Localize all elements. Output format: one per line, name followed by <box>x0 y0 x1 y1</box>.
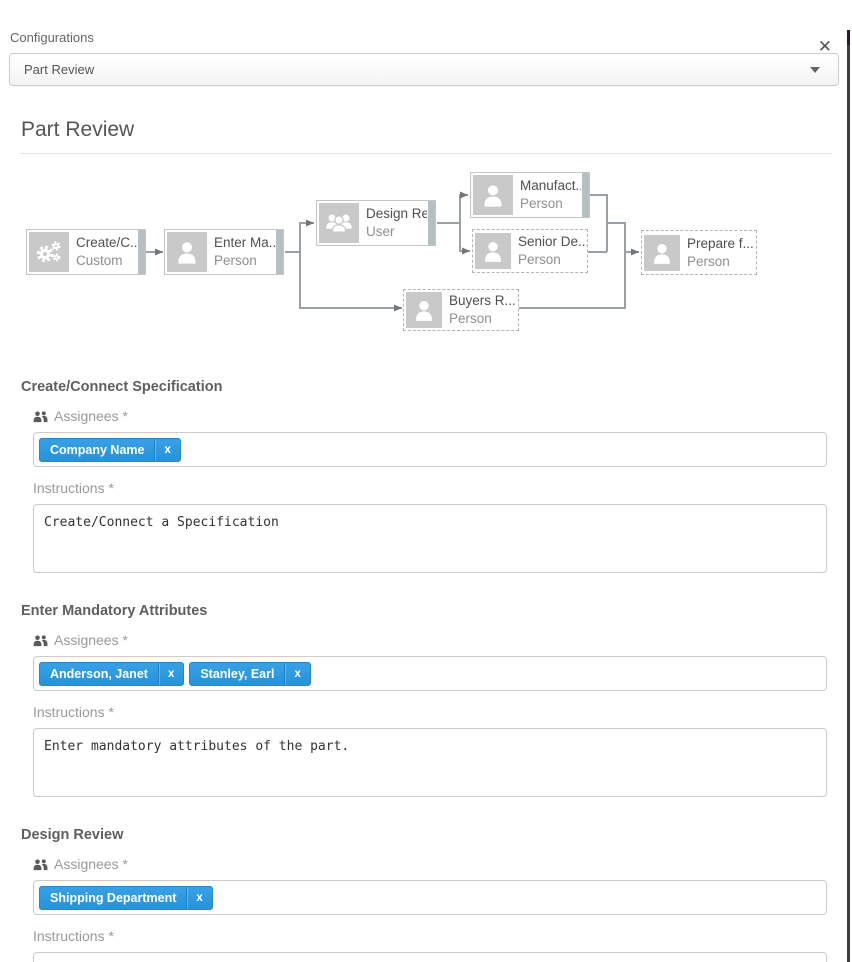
remove-tag-button[interactable]: x <box>154 438 179 461</box>
workflow-connectors <box>146 191 639 312</box>
gears-icon <box>29 232 69 272</box>
task-section-create-connect: Create/Connect Specification Assignees *… <box>21 379 831 578</box>
remove-tag-button[interactable]: x <box>186 886 211 909</box>
workflow-node-enter-mandatory[interactable]: Enter Ma... Person <box>164 229 284 275</box>
instructions-textarea[interactable]: Enter mandatory attributes of the part. <box>33 728 827 797</box>
instructions-textarea[interactable]: Review the design of the Specification. <box>33 952 827 962</box>
node-title: Enter Ma... <box>214 235 275 251</box>
node-title: Design Re... <box>366 206 427 222</box>
node-subtitle: Person <box>214 253 257 268</box>
instructions-label: Instructions * <box>33 704 831 720</box>
node-title: Buyers R... <box>449 293 516 309</box>
assignees-input[interactable]: Company Name x <box>33 432 827 467</box>
node-subtitle: Person <box>687 253 730 269</box>
node-subtitle: Person <box>449 311 492 326</box>
workflow-node-create-connect[interactable]: Create/C... Custom <box>26 229 146 275</box>
remove-tag-button[interactable]: x <box>284 662 309 685</box>
configurations-label: Configurations <box>10 30 94 45</box>
assignees-label-text: Assignees * <box>54 408 128 424</box>
node-title: Prepare f... <box>687 235 754 251</box>
node-subtitle: User <box>366 224 395 239</box>
workflow-node-prepare[interactable]: Prepare f... Person <box>641 230 757 275</box>
assignee-tag: Anderson, Janet x <box>39 661 185 686</box>
task-section-enter-mandatory: Enter Mandatory Attributes Assignees * A… <box>21 603 831 802</box>
assignees-label-text: Assignees * <box>54 856 128 872</box>
instructions-label-text: Instructions * <box>33 928 114 944</box>
workflow-node-design-review[interactable]: Design Re... User <box>316 200 436 246</box>
instructions-label: Instructions * <box>33 928 831 944</box>
workflow-node-buyers-review[interactable]: Buyers R... Person <box>403 289 519 331</box>
node-title: Create/C... <box>76 235 137 251</box>
selected-configuration: Part Review <box>24 62 95 77</box>
assignees-label-text: Assignees * <box>54 632 128 648</box>
instructions-textarea[interactable]: Create/Connect a Specification <box>33 504 827 573</box>
instructions-label: Instructions * <box>33 480 831 496</box>
window-edge <box>847 30 850 962</box>
workflow-node-manufacturing[interactable]: Manufact... Person <box>470 172 590 218</box>
chevron-down-icon <box>810 66 820 73</box>
person-icon <box>167 232 207 272</box>
assignees-label: Assignees * <box>33 408 831 424</box>
window-edge-top <box>847 30 850 45</box>
section-title: Create/Connect Specification <box>21 379 223 395</box>
task-section-design-review: Design Review Assignees * Shipping Depar… <box>21 827 831 962</box>
group-icon <box>319 203 359 243</box>
section-title: Design Review <box>21 827 124 843</box>
assignees-label: Assignees * <box>33 856 831 872</box>
assignee-tag-label: Company Name <box>50 442 145 457</box>
workflow-node-senior-design[interactable]: Senior De... Person <box>472 229 588 273</box>
workflow-diagram: Create/C... Custom Enter Ma... Person <box>0 158 852 354</box>
remove-tag-button[interactable]: x <box>157 662 183 685</box>
assignees-input[interactable]: Anderson, Janet x Stanley, Earl x <box>33 656 827 691</box>
node-title: Manufact... <box>520 178 581 194</box>
person-icon <box>475 233 511 269</box>
group-icon <box>33 634 48 646</box>
node-title: Senior De... <box>518 234 587 250</box>
assignee-tag-label: Shipping Department <box>50 890 177 905</box>
instructions-label-text: Instructions * <box>33 480 114 496</box>
node-subtitle: Person <box>520 196 563 211</box>
group-icon <box>33 410 48 422</box>
configurations-select[interactable]: Part Review <box>9 53 839 86</box>
assignees-label: Assignees * <box>33 632 831 648</box>
node-subtitle: Custom <box>76 253 123 268</box>
close-icon[interactable]: ✕ <box>817 37 832 56</box>
section-title: Enter Mandatory Attributes <box>21 603 208 619</box>
instructions-label-text: Instructions * <box>33 704 114 720</box>
person-icon <box>644 234 680 271</box>
group-icon <box>33 858 48 870</box>
assignees-input[interactable]: Shipping Department x <box>33 880 827 915</box>
assignee-tag: Shipping Department x <box>39 885 213 910</box>
node-subtitle: Person <box>518 252 561 267</box>
assignee-tag-label: Anderson, Janet <box>50 666 148 681</box>
divider <box>20 153 832 154</box>
assignee-tag-label: Stanley, Earl <box>200 666 275 681</box>
person-icon <box>473 175 513 215</box>
assignee-tag: Stanley, Earl x <box>189 661 311 686</box>
person-icon <box>406 292 442 328</box>
page-title: Part Review <box>21 118 135 141</box>
assignee-tag: Company Name x <box>39 437 181 462</box>
